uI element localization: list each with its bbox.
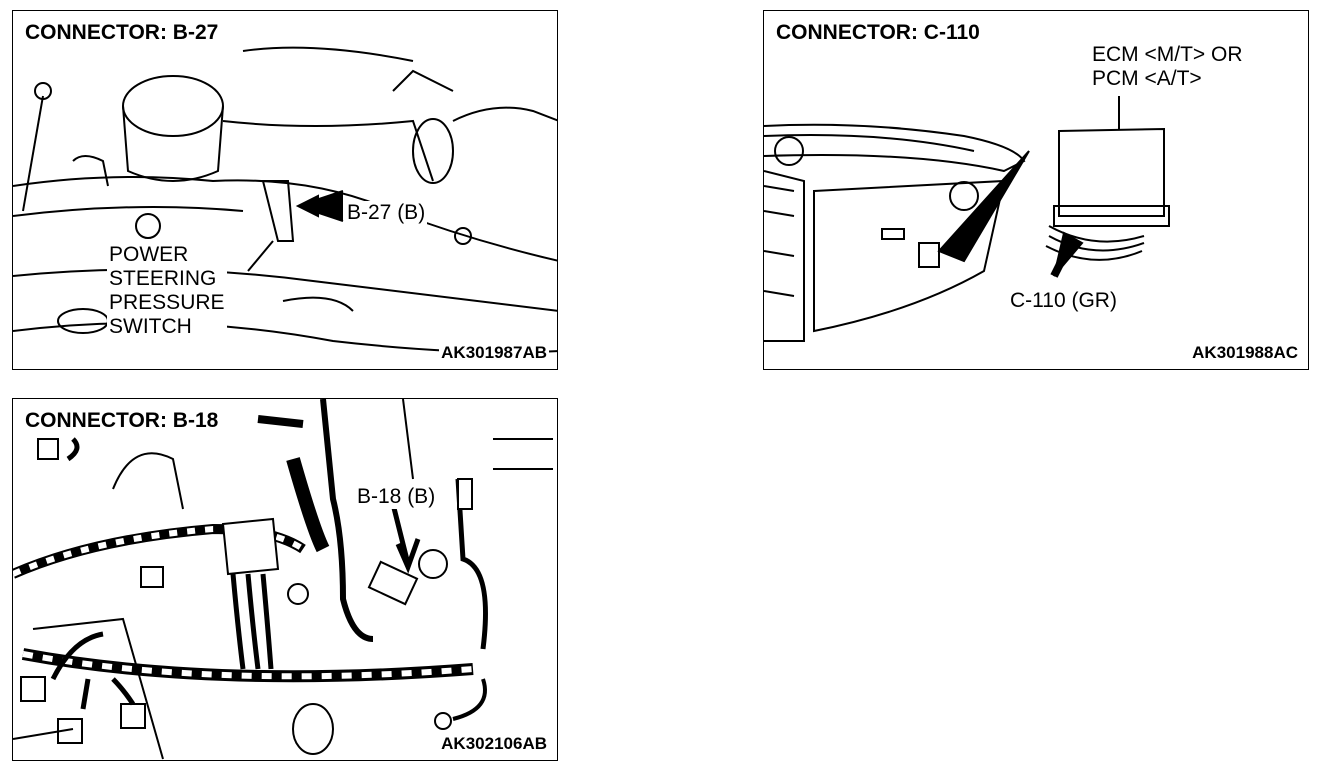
panel-title: CONNECTOR: C-110 bbox=[776, 21, 984, 47]
connector-c110-panel: CONNECTOR: C-110 ECM <M/T> OR PCM <A/T> … bbox=[763, 10, 1309, 370]
engine-bay-illustration bbox=[13, 46, 557, 354]
connector-label: B-18 (B) bbox=[355, 485, 438, 509]
harness-illustration bbox=[13, 399, 553, 760]
component-label: ECM <M/T> OR PCM <A/T> bbox=[1090, 43, 1245, 91]
label-line: ECM <M/T> OR bbox=[1092, 43, 1243, 66]
figure-code: AK302106AB bbox=[439, 733, 549, 755]
connector-label: B-27 (B) bbox=[345, 201, 428, 225]
connector-b18-panel: CONNECTOR: B-18 B-18 (B) AK302106AB bbox=[12, 398, 558, 761]
dashboard-illustration bbox=[764, 96, 1170, 342]
label-line: POWER bbox=[109, 243, 189, 266]
connector-b27-panel: CONNECTOR: B-27 B-27 (B) POWER STEERING … bbox=[12, 10, 558, 370]
panel-title: CONNECTOR: B-27 bbox=[25, 21, 223, 47]
figure-code: AK301987AB bbox=[439, 342, 549, 364]
connector-label: C-110 (GR) bbox=[1008, 289, 1119, 313]
label-line: STEERING bbox=[109, 267, 217, 290]
label-line: PRESSURE bbox=[109, 291, 225, 314]
label-line: PCM <A/T> bbox=[1092, 67, 1202, 90]
panel-title: CONNECTOR: B-18 bbox=[25, 409, 223, 435]
component-label: POWER STEERING PRESSURE SWITCH bbox=[107, 243, 227, 339]
label-line: SWITCH bbox=[109, 315, 192, 338]
figure-code: AK301988AC bbox=[1190, 342, 1300, 364]
